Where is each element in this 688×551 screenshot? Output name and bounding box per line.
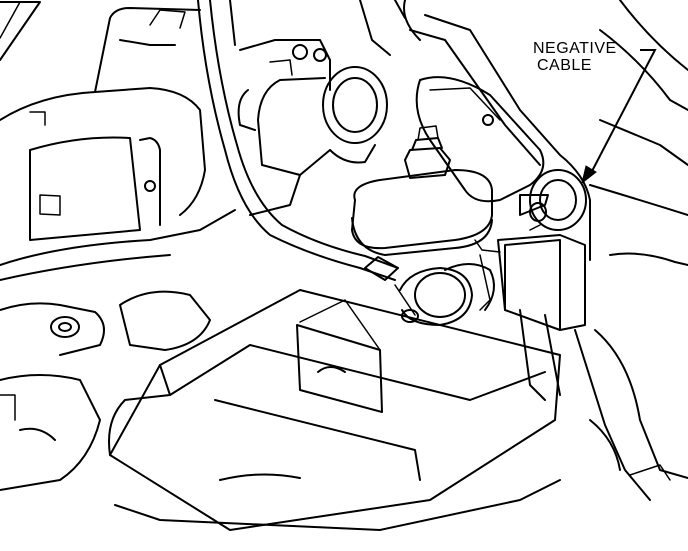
- center-connector: [400, 268, 472, 325]
- right-fender: [600, 120, 688, 165]
- left-lower-components: [0, 303, 104, 355]
- callout-leader: [590, 50, 655, 175]
- lower-harness: [520, 310, 545, 400]
- left-fender: [0, 88, 205, 215]
- callout-arrowhead: [582, 166, 596, 183]
- battery-top: [110, 290, 560, 530]
- cable-run: [198, 0, 395, 280]
- negative-cable-label: NEGATIVE CABLE: [533, 40, 617, 74]
- battery-vent: [297, 325, 382, 412]
- corner-bracket: [0, 2, 40, 60]
- throttle-body: [240, 40, 330, 90]
- reservoir: [352, 170, 492, 248]
- upper-frame: [230, 0, 235, 45]
- negative-terminal: [498, 235, 585, 330]
- callout-line-1: NEGATIVE: [533, 40, 617, 57]
- cable-boot: [417, 77, 544, 201]
- callout-line-2: CABLE: [537, 57, 592, 74]
- negative-cable: [425, 15, 590, 260]
